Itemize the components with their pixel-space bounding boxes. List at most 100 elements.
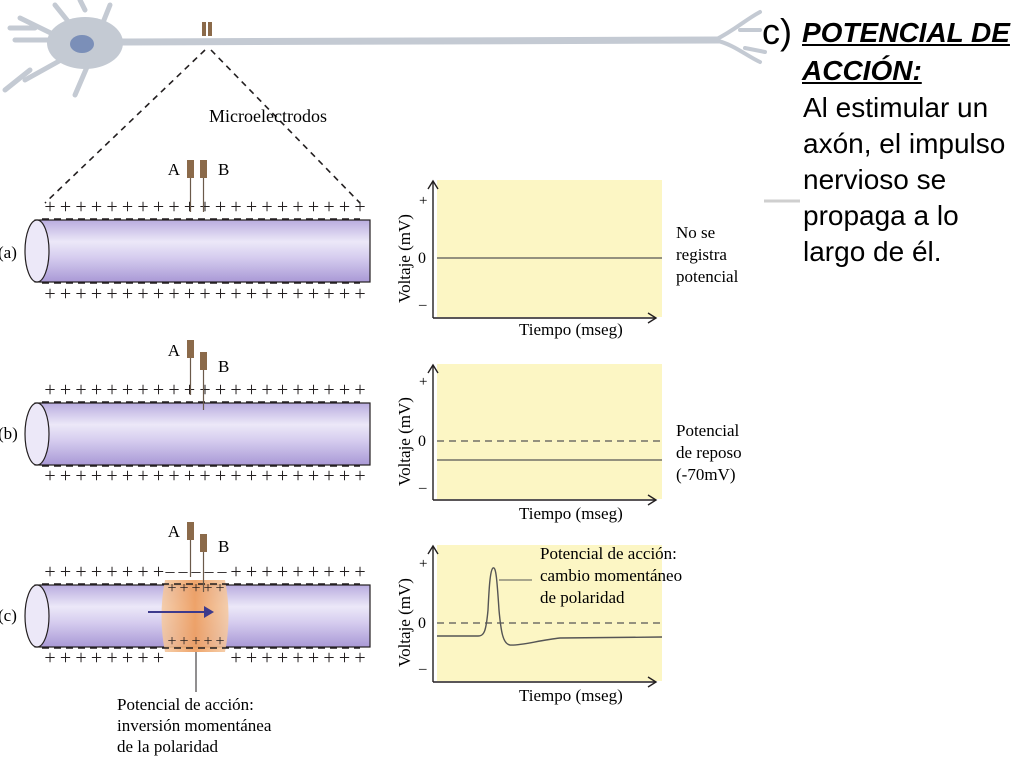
polarity-minus-sign: – xyxy=(191,561,202,581)
polarity-plus-sign: + xyxy=(354,647,365,669)
polarity-plus-sign: + xyxy=(277,379,288,401)
polarity-plus-sign: + xyxy=(292,379,303,401)
section-description: Al estimular un axón, el impulso nervios… xyxy=(803,92,1006,267)
polarity-plus-sign: + xyxy=(246,196,257,218)
polarity-plus-sign: + xyxy=(199,465,210,487)
tick-zero: 0 xyxy=(418,433,426,450)
polarity-plus-sign: + xyxy=(277,196,288,218)
polarity-plus-sign: + xyxy=(60,379,71,401)
polarity-plus-sign: + xyxy=(75,465,86,487)
polarity-plus-sign: + xyxy=(75,196,86,218)
polarity-plus-sign: + xyxy=(292,647,303,669)
polarity-plus-sign: + xyxy=(277,561,288,583)
polarity-plus-sign: + xyxy=(246,465,257,487)
polarity-plus-sign: + xyxy=(215,580,224,597)
polarity-plus-sign: + xyxy=(153,283,164,305)
polarity-plus-sign: + xyxy=(106,283,117,305)
x-axis-label: Tiempo (mseg) xyxy=(519,504,623,523)
polarity-plus-sign: + xyxy=(246,379,257,401)
polarity-plus-sign: + xyxy=(203,633,212,650)
panel-b-label: (b) xyxy=(0,424,18,443)
polarity-plus-sign: + xyxy=(230,283,241,305)
polarity-plus-sign: + xyxy=(106,465,117,487)
plot-c-area xyxy=(437,545,662,681)
polarity-plus-sign: + xyxy=(137,465,148,487)
polarity-plus-sign: + xyxy=(60,647,71,669)
reversed-polarity-plus: +++++ xyxy=(167,580,224,597)
annotation-a: No se registra potencial xyxy=(676,223,739,286)
polarity-plus-sign: + xyxy=(91,561,102,583)
polarity-plus-sign: + xyxy=(339,379,350,401)
polarity-plus-sign: + xyxy=(168,465,179,487)
polarity-plus-sign: + xyxy=(75,647,86,669)
polarity-plus-sign: + xyxy=(215,379,226,401)
polarity-plus-sign: + xyxy=(184,196,195,218)
polarity-plus-sign: + xyxy=(168,196,179,218)
polarity-plus-sign: + xyxy=(308,647,319,669)
panel-c-label: (c) xyxy=(0,606,17,625)
polarity-plus-sign: + xyxy=(261,196,272,218)
y-axis-label: Voltaje (mV) xyxy=(395,578,414,667)
polarity-plus-sign: + xyxy=(354,283,365,305)
polarity-plus-sign: + xyxy=(323,561,334,583)
plot-a: + 0 – Voltaje (mV) Tiempo (mseg) xyxy=(395,179,662,339)
polarity-plus-sign: + xyxy=(308,561,319,583)
polarity-plus-sign: + xyxy=(60,465,71,487)
reversed-polarity-plus-bottom: +++++ xyxy=(167,633,224,650)
polarity-plus-sign: + xyxy=(122,561,133,583)
polarity-plus-sign: + xyxy=(179,580,188,597)
electrodes-a: A B xyxy=(168,160,229,212)
polarity-plus-sign: + xyxy=(60,561,71,583)
polarity-plus-sign: + xyxy=(153,196,164,218)
polarity-plus-sign: + xyxy=(292,465,303,487)
tick-minus: – xyxy=(418,480,427,496)
polarity-plus-sign: + xyxy=(91,196,102,218)
reversed-polarity-minus: ––––– xyxy=(165,561,228,581)
polarity-plus-sign: + xyxy=(339,283,350,305)
polarity-plus-sign: + xyxy=(91,283,102,305)
electrode-b-label: B xyxy=(218,357,229,376)
polarity-plus-sign: + xyxy=(354,465,365,487)
polarity-minus-sign: – xyxy=(217,561,228,581)
polarity-plus-sign: + xyxy=(179,633,188,650)
polarity-plus-sign: + xyxy=(122,465,133,487)
polarity-plus-sign: + xyxy=(60,196,71,218)
polarity-plus-sign: + xyxy=(44,647,55,669)
polarity-plus-sign: + xyxy=(277,647,288,669)
panel-b: (b) +++++++++++++++++++++ ++++++++++++++… xyxy=(0,340,742,523)
polarity-plus-sign: + xyxy=(75,561,86,583)
polarity-plus-sign: + xyxy=(191,580,200,597)
polarity-row-top: +++++++++++++++++++++ xyxy=(44,196,365,218)
polarity-row-top: +++++++++++++++++ xyxy=(44,561,365,583)
polarity-plus-sign: + xyxy=(199,283,210,305)
polarity-plus-sign: + xyxy=(215,465,226,487)
polarity-plus-sign: + xyxy=(137,647,148,669)
neuron-illustration xyxy=(2,0,767,98)
tick-minus: – xyxy=(418,297,427,313)
polarity-plus-sign: + xyxy=(246,561,257,583)
polarity-plus-sign: + xyxy=(323,465,334,487)
polarity-plus-sign: + xyxy=(261,647,272,669)
tick-plus: + xyxy=(419,556,427,572)
polarity-plus-sign: + xyxy=(60,283,71,305)
polarity-plus-sign: + xyxy=(323,196,334,218)
polarity-plus-sign: + xyxy=(323,283,334,305)
section-title: POTENCIAL DE ACCIÓN: xyxy=(802,17,1010,86)
polarity-plus-sign: + xyxy=(153,379,164,401)
polarity-plus-sign: + xyxy=(75,283,86,305)
polarity-plus-sign: + xyxy=(122,647,133,669)
polarity-plus-sign: + xyxy=(230,561,241,583)
polarity-plus-sign: + xyxy=(308,379,319,401)
axon-a: +++++++++++++++++++++ ++++++++++++++++++… xyxy=(24,196,371,305)
polarity-plus-sign: + xyxy=(153,647,164,669)
polarity-plus-sign: + xyxy=(44,196,55,218)
tick-minus: – xyxy=(418,661,427,677)
tick-plus: + xyxy=(419,193,427,209)
polarity-plus-sign: + xyxy=(261,561,272,583)
polarity-plus-sign: + xyxy=(354,196,365,218)
polarity-plus-sign: + xyxy=(106,647,117,669)
tick-zero: 0 xyxy=(418,615,426,632)
y-axis-label: Voltaje (mV) xyxy=(395,397,414,486)
polarity-plus-sign: + xyxy=(199,379,210,401)
